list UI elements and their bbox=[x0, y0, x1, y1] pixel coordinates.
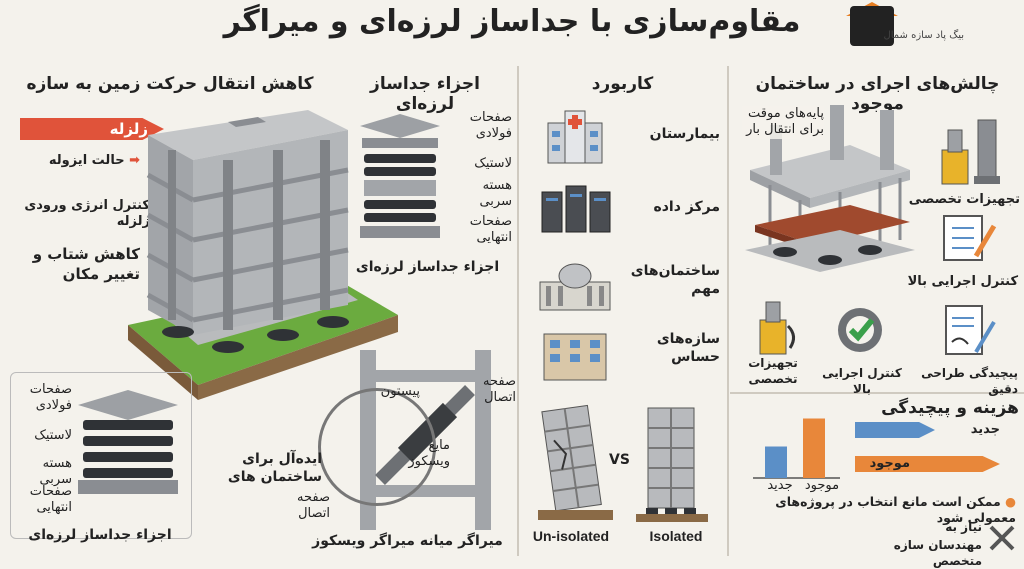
existing-cost-arrow bbox=[855, 456, 1000, 472]
hospital-icon bbox=[530, 105, 620, 167]
usage-item-hospital: بیمارستان bbox=[649, 126, 720, 142]
challenges-header: چالش‌های اجرای در ساختمان موجود bbox=[755, 74, 1000, 114]
isolation-state-label: ➡ حالت ایزوله bbox=[48, 153, 140, 168]
damper-label-plate-top: صفحه اتصال bbox=[483, 374, 516, 406]
divider bbox=[727, 66, 729, 556]
bearing-label-lead: هسته سربی bbox=[39, 456, 72, 488]
damper-caption: میراگر میانه میراگر ویسکوز bbox=[312, 533, 503, 549]
precise-control-label: کنترل اجرایی بالا bbox=[822, 366, 902, 396]
earthquake-arrow: زلزله bbox=[20, 118, 164, 140]
high-control-label: کنترل اجرایی بالا bbox=[907, 274, 1018, 289]
component-label-steel: صفحات فولادی bbox=[469, 110, 512, 142]
component-label-rubber: لاستیک bbox=[474, 156, 512, 171]
component-label-lead: هسته سربی bbox=[479, 178, 512, 210]
damper-zoom-circle bbox=[318, 388, 436, 506]
bearing-caption-left: اجزاء جداساز لرزه‌ای bbox=[28, 527, 172, 543]
special-equipment-label: تجهیزات تخصصی bbox=[908, 192, 1020, 207]
damper-label-fluid: مایع ویسکوز bbox=[408, 438, 450, 470]
page-title: مقاوم‌سازی با جداساز لرزه‌ای و میراگر bbox=[223, 4, 801, 39]
bar-label-existing: موجود bbox=[804, 478, 840, 493]
accel-reduction-label-1: کاهش شتاب و bbox=[32, 245, 140, 263]
temp-supports-label: پایه‌های موقت برای انتقال بار bbox=[742, 106, 824, 139]
logo-text: بیگ پاد سازه شمال bbox=[883, 30, 964, 41]
bullet-icon: ● bbox=[1000, 494, 1016, 509]
damper-label-piston: پیستون bbox=[380, 384, 420, 399]
design-complexity-label: پیچیدگی طراحی دقیق bbox=[921, 366, 1018, 396]
divider bbox=[730, 392, 1024, 394]
bearing-label-end: صفحات انتهایی bbox=[29, 484, 72, 516]
bearing-label-steel: صفحات فولادی bbox=[29, 382, 72, 414]
checklist-icon bbox=[943, 215, 997, 261]
cost-header: هزینه و پیچیدگی bbox=[881, 398, 1019, 418]
component-label-end: صفحات انتهایی bbox=[469, 214, 512, 246]
new-cost-arrow bbox=[855, 422, 935, 438]
usage-item-data-center: مرکز داده bbox=[653, 199, 720, 215]
existing-cost-label: موجود bbox=[869, 456, 910, 471]
wrench-screwdriver-icon bbox=[989, 525, 1015, 551]
expert-line-1: نیاز به bbox=[945, 520, 982, 534]
isolated-building-illustration bbox=[128, 110, 398, 400]
section-header-left: کاهش انتقال حرکت زمین به سازه bbox=[26, 74, 314, 94]
damper-ideal-label: ایده‌آل برای ساختمان‌ های bbox=[227, 451, 322, 486]
cost-bar-new bbox=[765, 446, 787, 478]
data-center-icon bbox=[530, 178, 620, 240]
bearing-detail-illustration bbox=[78, 390, 178, 494]
sensitive-structure-icon bbox=[530, 322, 620, 384]
design-document-icon bbox=[945, 305, 996, 355]
comparison-illustration bbox=[538, 404, 708, 522]
vs-label: VS bbox=[609, 452, 630, 468]
new-cost-label: جدید bbox=[970, 422, 1000, 437]
components-caption: اجزاء جداساز لرزه‌ای bbox=[355, 259, 500, 275]
hydraulic-jack-icon bbox=[941, 119, 1000, 185]
cost-bar-chart bbox=[753, 418, 840, 479]
usage-header: کاربورد bbox=[591, 74, 654, 94]
bearing-detail-frame bbox=[10, 372, 192, 539]
brand-logo: بیگ پاد سازه شمال bbox=[844, 2, 964, 46]
damper-label-plate-bottom: صفحه اتصال bbox=[297, 490, 330, 522]
usage-item-sensitive-structures: سازه‌های حساس bbox=[656, 331, 720, 366]
important-building-icon bbox=[530, 252, 620, 314]
isolator-components-illustration bbox=[360, 114, 440, 238]
bar-label-new: جدید bbox=[767, 478, 793, 493]
expert-line-2: مهندسان سازه متخصص bbox=[893, 538, 982, 568]
isolated-label: Isolated bbox=[649, 528, 703, 544]
energy-control-label: کنترل انرژی ورودی زلزله bbox=[24, 198, 150, 230]
arrow-right-icon: ➡ bbox=[124, 153, 140, 168]
divider bbox=[517, 66, 519, 556]
gear-check-icon bbox=[838, 308, 882, 352]
special-equipment-2-label: تجهیزات تخصصی bbox=[748, 356, 798, 386]
components-header: اجزاء جداساز لرزه‌ای bbox=[370, 74, 480, 114]
usage-item-important-buildings: ساختمان‌های مهم bbox=[630, 263, 720, 298]
jack-equipment-icon bbox=[759, 301, 795, 355]
cost-bar-existing bbox=[803, 418, 825, 478]
bearing-label-rubber: لاستیک bbox=[34, 428, 72, 443]
accel-reduction-label-2: تغییر مکان bbox=[62, 265, 140, 283]
unisolated-label: Un-isolated bbox=[532, 528, 610, 544]
cost-note: ● ممکن است مانع انتخاب در پروژه‌های معمو… bbox=[775, 494, 1016, 525]
